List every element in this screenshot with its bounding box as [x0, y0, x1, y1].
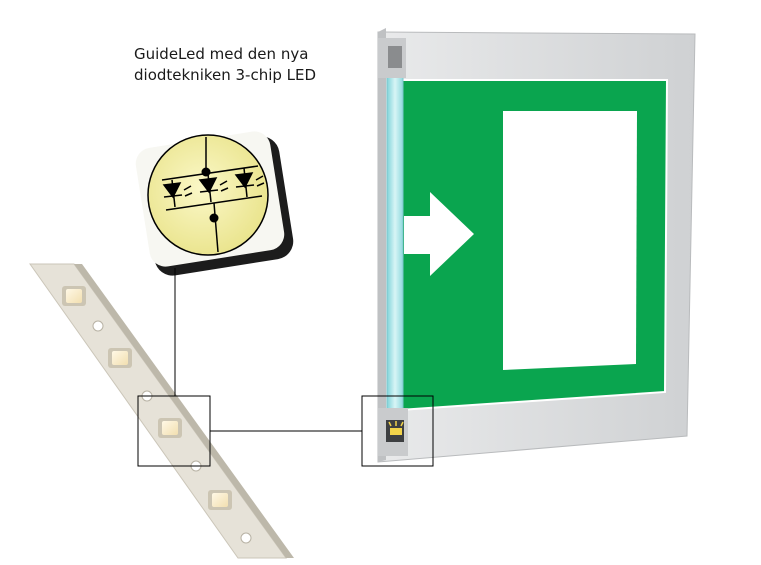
caption-line-1: GuideLed med den nya [134, 45, 309, 63]
exit-sign [361, 28, 696, 467]
node-top [201, 167, 211, 177]
strip-body [29, 263, 287, 559]
caption-line-2: diodtekniken 3-chip LED [134, 66, 317, 84]
mount-hole-4 [240, 532, 252, 544]
arrow-right-icon [404, 192, 474, 276]
strip-edge [74, 264, 294, 558]
led-chip-icon [388, 421, 404, 435]
door-opening [503, 111, 637, 370]
led-1 [62, 286, 86, 306]
mount-hole-1 [92, 320, 104, 332]
sign-frame-edge [378, 28, 386, 462]
led-4 [208, 490, 232, 510]
led-3 [158, 418, 182, 438]
top-cap-slot [388, 46, 402, 68]
node-bottom [209, 213, 219, 223]
led-2 [108, 348, 132, 368]
caption: GuideLed med den nya diodtekniken 3-chip… [134, 44, 316, 86]
badge-circle [147, 134, 269, 256]
light-guide [386, 45, 404, 429]
led-strip [29, 263, 294, 559]
diode-badge [135, 131, 294, 276]
